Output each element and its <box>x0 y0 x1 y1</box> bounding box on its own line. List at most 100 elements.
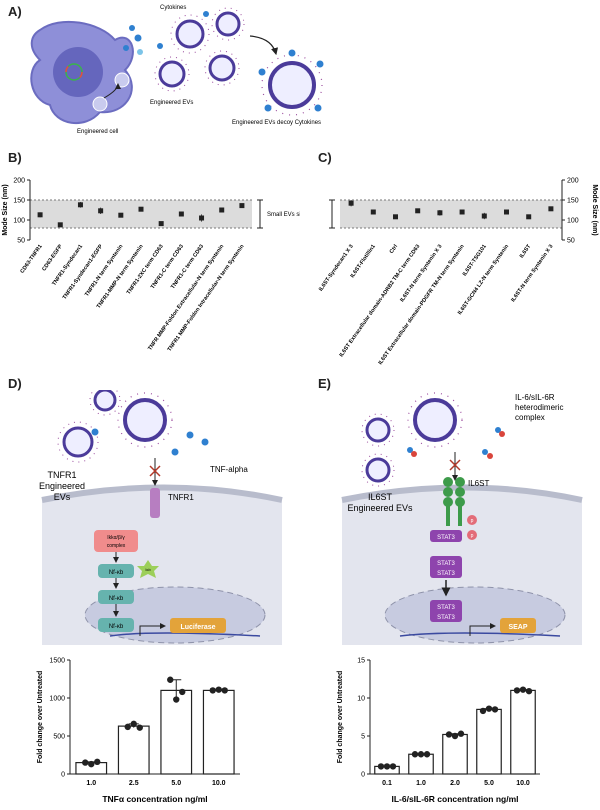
vesicle-icon <box>114 72 130 88</box>
stat3-label-4: STAT3 <box>437 605 455 611</box>
replicate-point <box>173 696 180 703</box>
y-tick-label: 150 <box>13 198 25 205</box>
y-tick-label: 50 <box>17 238 25 245</box>
replicate-point <box>383 763 391 770</box>
category-label: CD63-EGFP <box>41 243 64 272</box>
bar <box>510 689 536 775</box>
y-axis-label: Mode Size (nm) <box>2 184 9 235</box>
replicate-point <box>451 732 459 740</box>
dna-icon <box>399 632 561 637</box>
x-tick-label: 2.5 <box>129 780 139 787</box>
y-tick-label: 50 <box>567 238 575 245</box>
category-label: Ctrl <box>389 243 400 255</box>
il6st-ev-label-line1: IL6ST <box>368 492 393 502</box>
panel-label-b: B) <box>8 150 22 165</box>
panel-e-illustration: IL-6/sIL-6R heterodimeric complex IL6ST … <box>341 392 583 645</box>
y-tick-label: 1500 <box>49 658 65 665</box>
x-axis-label: TNFα concentration ng/ml <box>102 794 207 804</box>
nfkb-box-3 <box>98 618 134 632</box>
tnfr1-ev-label-line1: TNFR1 <box>48 470 77 480</box>
data-point <box>481 213 487 219</box>
category-label: IL6ST Extracellular domain-PDGFR TM-N te… <box>378 243 467 366</box>
x-tick-label: 2.0 <box>450 780 460 787</box>
il6st-receptor-icon <box>443 477 465 526</box>
y-axis-label: Mode Size (nm) <box>591 184 598 235</box>
panel-label-d: D) <box>8 376 22 391</box>
data-point <box>393 214 398 220</box>
replicate-point <box>209 687 216 694</box>
replicate-point <box>485 705 493 712</box>
il6-complex-label-line1: IL-6/sIL-6R <box>515 393 555 402</box>
y-tick-label: 100 <box>13 218 25 225</box>
decoy-label: Engineered EVs decoy Cytokines <box>232 120 321 126</box>
nfkb-label-3: Nf-κb <box>109 624 124 630</box>
tnf-alpha-icon <box>91 428 99 436</box>
y-tick-label: 100 <box>567 218 579 225</box>
cell-membrane <box>41 484 283 503</box>
data-point <box>138 206 144 212</box>
replicate-point <box>519 686 527 693</box>
stat3-label-1: STAT3 <box>437 535 455 541</box>
x-tick-label: 5.0 <box>171 780 181 787</box>
data-point <box>98 208 104 214</box>
replicate-point <box>130 720 137 728</box>
panel-label-e: E) <box>318 376 331 391</box>
panel-d-illustration: TNFR1 Engineered EVs TNF-alpha TNFR1 Ikk… <box>39 390 283 645</box>
replicate-point <box>88 760 95 768</box>
x-tick-label: 5.0 <box>484 780 494 787</box>
panel-label-a: A) <box>8 4 22 19</box>
y-tick-label: 1000 <box>49 696 65 703</box>
seap-label: SEAP <box>508 624 527 631</box>
replicate-point <box>389 763 397 770</box>
tnfr1-receptor-icon <box>150 488 160 518</box>
y-tick-label: 0 <box>61 772 65 779</box>
x-tick-label: 10.0 <box>516 780 530 787</box>
bar <box>117 725 150 775</box>
bar <box>442 733 468 775</box>
ikb-label: Iκb <box>145 567 151 572</box>
replicate-point <box>445 731 453 738</box>
y-tick-label: 10 <box>357 696 365 703</box>
bar <box>476 708 502 775</box>
ikb-icon <box>137 560 159 578</box>
data-point <box>158 221 164 227</box>
nfkb-label-2: Nf-κb <box>109 596 124 602</box>
data-point <box>437 210 443 216</box>
y-tick-label: 200 <box>567 178 579 185</box>
tnfr1-ev-icon <box>57 421 99 463</box>
replicate-point <box>179 688 186 696</box>
blocked-icon <box>149 465 161 477</box>
category-label: IL6ST-Flotillin1 <box>350 244 377 279</box>
data-point <box>504 209 509 215</box>
replicate-point <box>491 706 499 713</box>
y-axis-label: Fold change over Untreated <box>337 671 344 764</box>
category-label: TNFR MMP-Foldon Extracellular-N term Syn… <box>147 243 226 352</box>
cytokines-label: Cytokines <box>160 5 186 11</box>
tnfr1-ev-label-line2: Engineered <box>39 481 85 491</box>
nfkb-box-1 <box>98 564 134 578</box>
tnfr1-ev-label-line3: EVs <box>54 492 71 502</box>
stat3-label-2: STAT3 <box>437 561 455 567</box>
data-point <box>459 209 465 215</box>
ev-icon <box>170 14 210 54</box>
replicate-point <box>136 724 143 731</box>
replicate-point <box>423 751 431 758</box>
y-tick-label: 0 <box>361 772 365 779</box>
y-tick-label: 200 <box>13 178 25 185</box>
x-tick-label: 0.1 <box>382 780 392 787</box>
phospho-label-2: p <box>471 533 474 539</box>
ev-decoy-icon <box>258 49 324 116</box>
bar <box>202 689 235 775</box>
category-label: TNFR1 MMP-Foldon Intracellular-N term Sy… <box>167 243 246 353</box>
x-tick-label: 1.0 <box>416 780 426 787</box>
replicate-point <box>167 676 174 683</box>
category-label: IL6ST-Syndecan1 X 3 <box>318 244 355 293</box>
replicate-point <box>215 686 222 693</box>
y-tick-label: 15 <box>357 658 365 665</box>
data-point <box>219 207 225 213</box>
blocked-icon <box>449 459 461 471</box>
category-label: IL6ST <box>519 243 533 259</box>
